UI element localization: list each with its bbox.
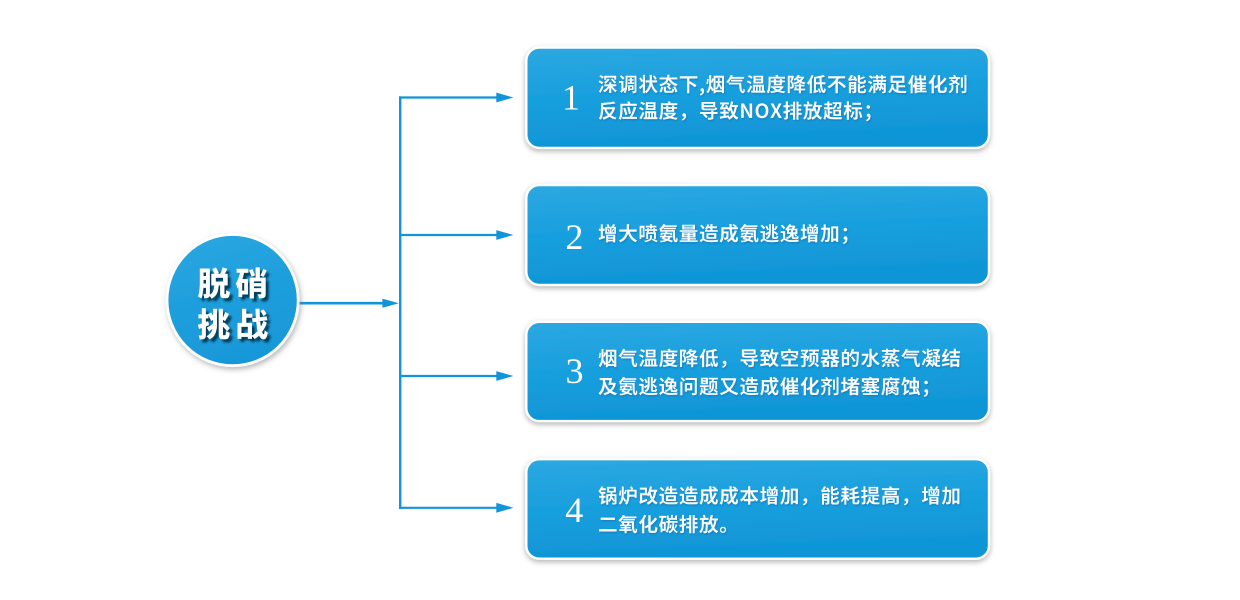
svg-text:2: 2 xyxy=(565,217,583,257)
svg-text:3: 3 xyxy=(566,351,584,391)
svg-text:4: 4 xyxy=(565,490,583,530)
svg-text:1: 1 xyxy=(562,78,580,118)
